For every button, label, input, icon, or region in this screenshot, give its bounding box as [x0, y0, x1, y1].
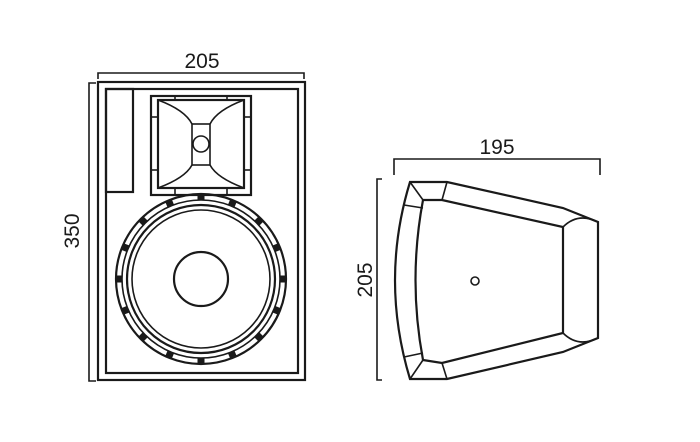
front-height-dimension-line	[88, 82, 96, 382]
cabinet-inner	[104, 87, 300, 375]
bolt-mark	[197, 358, 205, 364]
bolt-mark	[165, 199, 175, 208]
woofer-mounting-bolts	[116, 194, 286, 364]
tweeter-driver	[192, 135, 210, 153]
bolt-mark	[227, 199, 237, 208]
mounting-hole	[470, 276, 480, 286]
woofer	[114, 192, 288, 366]
port-slot	[104, 87, 135, 194]
side-depth-dimension-line	[393, 158, 601, 175]
bolt-mark	[165, 350, 175, 359]
bolt-mark	[272, 243, 281, 253]
bolt-mark	[138, 332, 148, 342]
bolt-mark	[272, 305, 281, 315]
bolt-mark	[280, 275, 286, 283]
bolt-mark	[116, 275, 122, 283]
bolt-mark	[138, 216, 148, 226]
side-edge-lines	[403, 181, 599, 380]
front-view: 205 350	[61, 50, 307, 382]
bolt-mark	[121, 243, 130, 253]
side-height-dimension-line	[376, 178, 382, 381]
bolt-mark	[254, 216, 264, 226]
side-inner-profile	[414, 198, 565, 365]
horn-tweeter	[149, 94, 253, 197]
front-height-label: 350	[61, 213, 84, 248]
cabinet-outer	[96, 80, 307, 382]
bolt-mark	[197, 194, 205, 200]
bolt-mark	[254, 332, 264, 342]
side-view: 195 205	[354, 136, 601, 381]
dust-cap	[172, 250, 230, 308]
bolt-mark	[121, 305, 130, 315]
side-depth-label: 195	[479, 136, 514, 159]
front-width-label: 205	[184, 50, 219, 73]
side-height-label: 205	[354, 262, 377, 297]
front-width-dimension-line	[97, 72, 305, 79]
bolt-mark	[227, 350, 237, 359]
